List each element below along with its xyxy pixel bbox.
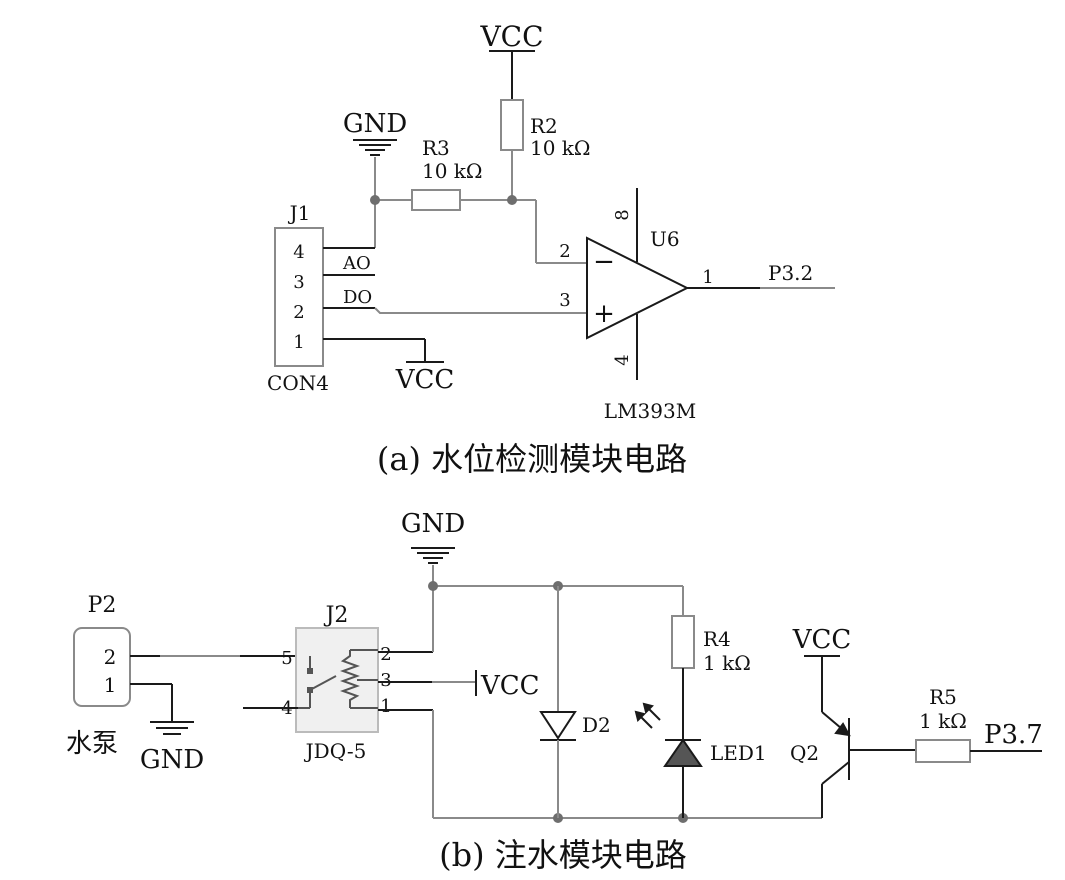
resistor-r5 xyxy=(915,739,971,763)
vcc-bottom-label: VCC xyxy=(395,365,455,395)
ground-symbol-a xyxy=(353,139,397,156)
r5-name-label: R5 xyxy=(929,685,957,709)
j1-pin-2: 2 xyxy=(293,302,304,323)
j2-pin-3: 3 xyxy=(380,670,391,691)
u6-pin-gnd: 4 xyxy=(612,354,633,365)
j2-name-label: J2 xyxy=(324,603,349,628)
caption-a: (a) 水位检测模块电路 xyxy=(377,440,687,478)
u6-minus-sign: − xyxy=(593,247,615,277)
r2-name-label: R2 xyxy=(530,114,558,138)
j1-pin-3: 3 xyxy=(293,272,304,293)
d2-label: D2 xyxy=(582,713,611,737)
led1-label: LED1 xyxy=(710,741,767,765)
j1-pin-4: 4 xyxy=(293,242,304,263)
relay-coil xyxy=(340,649,378,709)
u6-pin-vcc: 8 xyxy=(612,209,633,220)
resistor-r2 xyxy=(500,99,524,151)
net-do-label: DO xyxy=(343,287,372,308)
j1-type-label: CON4 xyxy=(267,371,329,395)
p2-pin-1: 1 xyxy=(104,673,117,697)
j1-name-label: J1 xyxy=(288,201,311,225)
r3-value-label: 10 kΩ xyxy=(422,159,483,183)
gnd-top-b-label: GND xyxy=(401,509,465,539)
vcc-relay-label: VCC xyxy=(480,671,540,701)
relay-internal-switch xyxy=(298,656,337,709)
q2-label: Q2 xyxy=(790,741,819,765)
u6-name-label: U6 xyxy=(650,227,680,251)
junction-dot-a1 xyxy=(370,195,380,205)
u6-pin-plus: 3 xyxy=(559,290,570,311)
u6-plus-sign: + xyxy=(593,299,615,329)
vcc-q2-label: VCC xyxy=(792,625,852,655)
circuit-a-water-level: VCC R2 10 kΩ GND R3 10 kΩ J1 4 3 2 xyxy=(267,20,835,478)
pump-label: 水泵 xyxy=(66,729,118,759)
j1-pin-1: 1 xyxy=(293,332,304,353)
j2-type-label: JDQ-5 xyxy=(304,739,367,763)
led-led1 xyxy=(663,738,703,767)
gnd-pump-label: GND xyxy=(140,745,204,775)
connector-p2 xyxy=(73,627,131,707)
ground-symbol-pump xyxy=(150,721,194,735)
p32-net-label: P3.2 xyxy=(768,261,813,285)
p2-name-label: P2 xyxy=(88,593,117,618)
resistor-r3 xyxy=(411,189,461,211)
net-ao-label: AO xyxy=(342,253,371,274)
r5-value-label: 1 kΩ xyxy=(919,709,967,733)
p2-pin-2: 2 xyxy=(104,645,117,669)
r4-value-label: 1 kΩ xyxy=(703,651,751,675)
do-to-plus-wire xyxy=(374,307,587,314)
circuit-b-water-injection: P2 2 1 水泵 GND J2 5 4 2 3 1 JDQ-5 xyxy=(66,509,1043,874)
j2-pin-2: 2 xyxy=(380,644,391,665)
p37-net-label: P3.7 xyxy=(984,720,1043,750)
led-emission-arrows-icon xyxy=(634,702,661,729)
r2-value-label: 10 kΩ xyxy=(530,136,591,160)
vcc-top-label: VCC xyxy=(479,20,543,53)
u6-pin-minus: 2 xyxy=(559,241,570,262)
j2-pin-5: 5 xyxy=(281,648,292,669)
connector-j1 xyxy=(274,227,324,367)
q2-emitter-arrow-icon xyxy=(834,722,851,737)
j2-pin-1: 1 xyxy=(380,696,391,717)
q2-collector-leg xyxy=(821,761,850,785)
caption-b: (b) 注水模块电路 xyxy=(439,836,687,874)
r4-name-label: R4 xyxy=(703,627,731,651)
resistor-r4 xyxy=(671,615,695,669)
diode-d2 xyxy=(539,711,577,740)
junction-dot-b1 xyxy=(428,581,438,591)
u6-part-label: LM393M xyxy=(604,399,696,423)
ground-symbol-b xyxy=(411,547,455,564)
comparator-u6 xyxy=(586,236,690,340)
gnd-top-label: GND xyxy=(343,109,407,139)
r3-name-label: R3 xyxy=(422,136,450,160)
u6-pin-out: 1 xyxy=(702,267,713,288)
junction-dot-a2 xyxy=(507,195,517,205)
